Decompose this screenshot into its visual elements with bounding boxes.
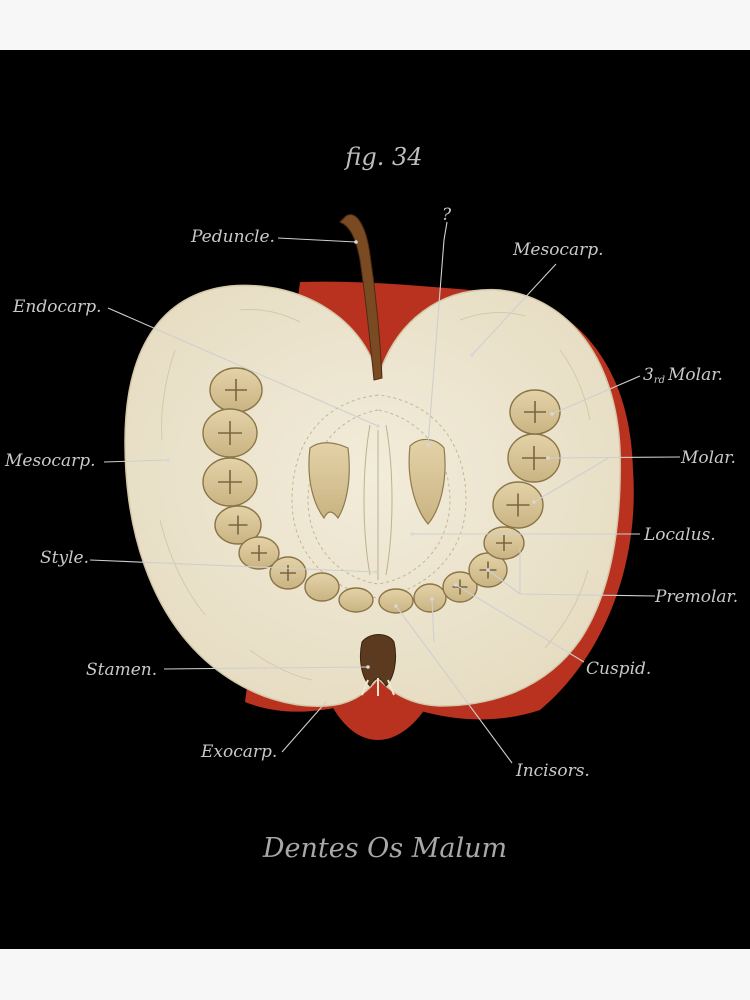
tooth-crown-groove — [218, 421, 242, 445]
label-premolar: Premolar. — [654, 587, 738, 607]
poster-background: fig. 34 — [0, 50, 750, 949]
tooth-crown-groove — [251, 545, 267, 561]
label-mesocarp-left: Mesocarp. — [4, 451, 96, 471]
third-molar-word: Molar. — [667, 365, 723, 385]
tooth-crown-groove — [225, 379, 247, 401]
apple-stem-peduncle — [339, 214, 383, 381]
label-endocarp: Endocarp. — [12, 297, 102, 317]
incisor-tooth — [378, 588, 414, 614]
label-exocarp: Exocarp. — [200, 742, 277, 762]
cuspid-tooth — [413, 583, 447, 613]
label-incisors: Incisors. — [515, 761, 590, 781]
tooth-crown-groove — [496, 535, 512, 551]
label-cuspid: Cuspid. — [586, 659, 651, 679]
seed-left — [308, 442, 350, 520]
flesh-texture — [159, 309, 591, 681]
label-molar: Molar. — [680, 448, 736, 468]
tooth-crown-groove — [228, 515, 248, 535]
tooth-crown-groove — [218, 470, 242, 494]
label-mesocarp-right: Mesocarp. — [512, 240, 604, 260]
tooth-crown-groove — [506, 493, 530, 517]
core-center-lines — [363, 424, 393, 580]
third-molar-sup: rd — [654, 375, 665, 386]
seed-right-question — [408, 438, 446, 525]
tooth-crown-groove — [280, 565, 296, 581]
third-molar-prefix: 3 — [643, 365, 654, 385]
tooth-crown-groove — [522, 446, 546, 470]
label-style: Style. — [40, 548, 89, 568]
figure-number: fig. 34 — [343, 143, 422, 171]
label-question-mark: ? — [442, 205, 452, 225]
apple-teeth-diagram: fig. 34 — [4, 143, 738, 864]
figure-caption: Dentes Os Malum — [262, 833, 507, 864]
label-stamen: Stamen. — [86, 660, 157, 680]
incisor-tooth — [338, 587, 374, 613]
leader-lines — [89, 221, 681, 764]
label-localus: Localus. — [643, 525, 716, 545]
cuspid-tooth — [304, 572, 340, 602]
teeth-arch — [202, 367, 561, 614]
calyx-stamen — [359, 634, 397, 696]
tooth-crown-groove — [524, 401, 546, 423]
label-peduncle: Peduncle. — [190, 227, 275, 247]
